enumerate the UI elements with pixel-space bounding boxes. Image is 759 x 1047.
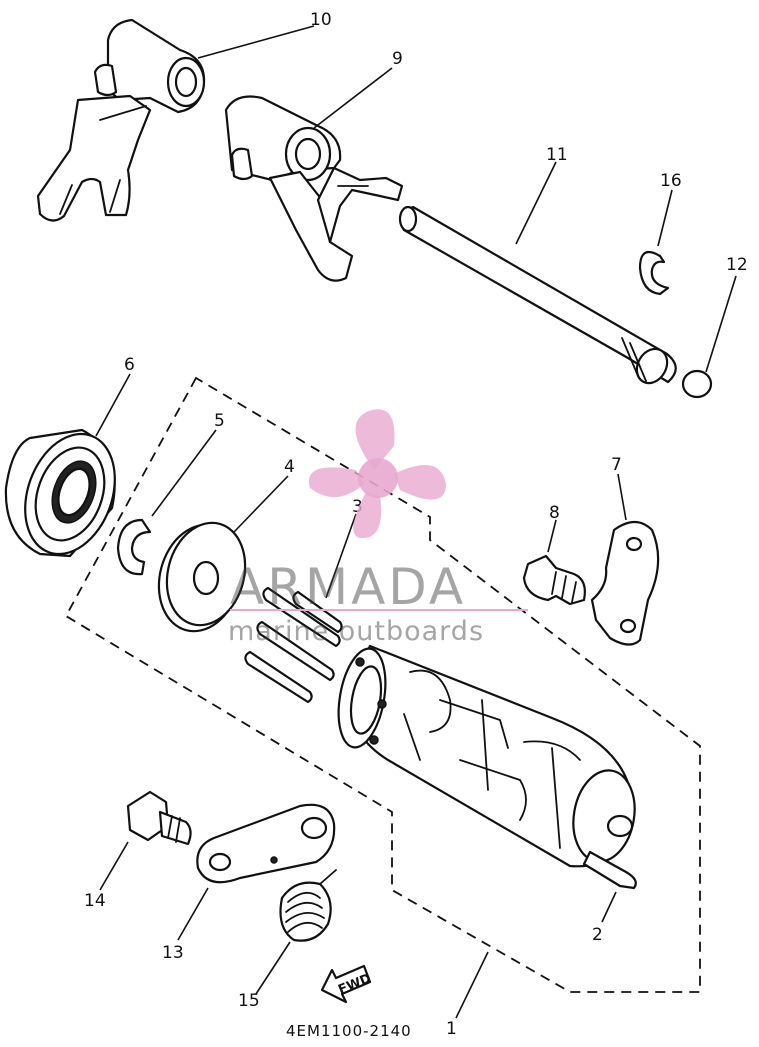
callout-13: 13 — [162, 943, 184, 963]
part-5-circlip — [116, 518, 152, 576]
fwd-arrow-icon: FWD — [320, 964, 374, 1004]
callout-3: 3 — [352, 497, 363, 517]
armada-watermark: ARMADA marine outboards — [228, 409, 528, 647]
callout-14: 14 — [84, 891, 106, 911]
leader-lines — [95, 25, 737, 1019]
callout-11: 11 — [546, 145, 568, 165]
part-2-pin — [582, 850, 637, 890]
part-1-shift-drum — [337, 644, 636, 868]
callout-4: 4 — [284, 457, 295, 477]
callout-15: 15 — [238, 991, 260, 1011]
callout-8: 8 — [549, 503, 560, 523]
callout-1: 1 — [446, 1019, 457, 1039]
part-11-guide-shaft — [398, 205, 677, 385]
propeller-logo-icon — [308, 409, 446, 539]
assembly-boundary-1 — [64, 376, 701, 993]
callout-12: 12 — [726, 255, 748, 275]
callout-5: 5 — [214, 411, 225, 431]
callout-10: 10 — [310, 10, 332, 30]
part-10-shift-fork — [36, 18, 206, 222]
part-7-stopper-plate — [590, 520, 660, 646]
part-4-washer — [157, 521, 247, 633]
part-9-shift-fork — [224, 95, 404, 282]
part-12-o-ring — [681, 369, 713, 399]
callout-7: 7 — [611, 455, 622, 475]
part-6-bearing — [4, 428, 116, 558]
watermark-tagline: marine outboards — [228, 616, 484, 647]
part-16-circlip — [638, 250, 670, 296]
callout-labels: 10 9 11 16 12 6 5 4 3 8 7 2 14 13 15 1 — [84, 10, 748, 1039]
part-13-lever — [196, 803, 336, 884]
part-15-spring — [279, 869, 337, 942]
callout-16: 16 — [660, 171, 682, 191]
part-8-bolt — [522, 554, 586, 606]
part-code: 4EM1100-2140 — [286, 1022, 412, 1040]
watermark-brand: ARMADA — [230, 558, 466, 616]
callout-6: 6 — [124, 355, 135, 375]
part-14-bolt — [126, 790, 192, 846]
part-3-pins — [244, 586, 343, 704]
callout-9: 9 — [392, 49, 403, 69]
callout-2: 2 — [592, 925, 603, 945]
